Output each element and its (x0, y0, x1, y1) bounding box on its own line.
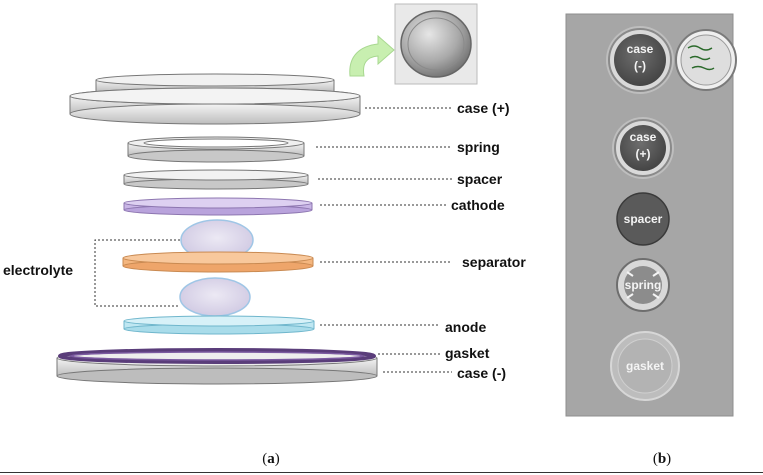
bottom-rule (0, 472, 763, 473)
label-separator: separator (462, 254, 526, 270)
gasket-ring (58, 348, 376, 364)
panel-b-component-photo: case (-) case (+) spacer spring (565, 13, 737, 467)
caption-a: (a) (262, 451, 280, 467)
svg-text:spring: spring (625, 278, 662, 292)
case-negative-layer (56, 349, 378, 385)
photo-assembled-coin (675, 29, 737, 91)
electrolyte-drop-lower (179, 277, 251, 317)
svg-text:(+): (+) (636, 147, 651, 161)
anode-layer (123, 315, 315, 335)
panel-a-exploded-view: case (+) spring spacer cathode separator… (3, 3, 526, 467)
label-cathode: cathode (451, 197, 505, 213)
photo-case-negative: case (-) (606, 26, 674, 94)
label-gasket: gasket (445, 345, 490, 361)
photo-gasket: gasket (610, 331, 680, 401)
spacer-layer (123, 169, 309, 190)
svg-text:case: case (630, 130, 657, 144)
photo-case-positive: case (+) (612, 117, 674, 179)
coin-cell-photo-small (394, 3, 478, 85)
svg-text:case: case (627, 42, 654, 56)
caption-b: (b) (653, 451, 671, 467)
label-case-positive: case (+) (457, 100, 510, 116)
label-anode: anode (445, 319, 486, 335)
svg-text:(-): (-) (634, 59, 646, 73)
svg-text:gasket: gasket (626, 359, 664, 373)
label-case-negative: case (-) (457, 365, 506, 381)
electrolyte-bracket (94, 239, 180, 307)
label-spring: spring (457, 139, 500, 155)
label-spacer: spacer (457, 171, 503, 187)
arrow-icon (349, 34, 395, 77)
cathode-layer (123, 197, 313, 216)
spring-layer (127, 136, 305, 163)
label-electrolyte: electrolyte (3, 262, 73, 278)
separator-layer (122, 251, 314, 273)
svg-text:spacer: spacer (624, 212, 663, 226)
case-positive-layer (69, 73, 361, 125)
photo-spring: spring (616, 258, 670, 312)
photo-spacer: spacer (616, 192, 670, 246)
